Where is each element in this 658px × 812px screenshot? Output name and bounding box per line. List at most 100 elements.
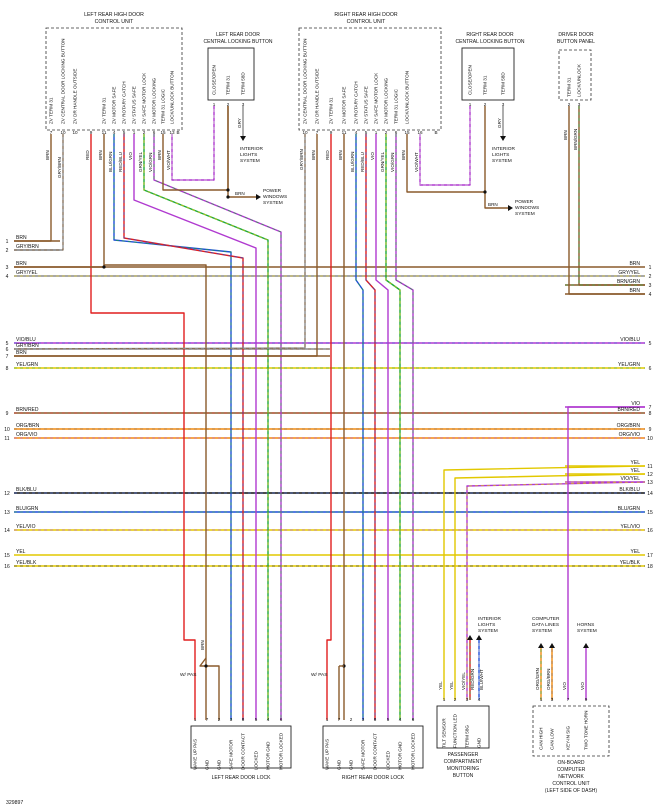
lr-lock-title: LEFT REAR DOOR LOCK [212, 775, 271, 781]
lr-brn-to-bus1 [14, 134, 52, 242]
labels-layer: BRN1GRY/BRN2BRN3BRN1GRY/YEL4GRY/YEL2BRN/… [4, 12, 653, 806]
bus-left-number: 14 [4, 528, 10, 534]
junction-dot [483, 190, 487, 194]
lr-lock-pin-number: 4 [267, 717, 270, 722]
rr-brn-to-button [406, 106, 486, 193]
lr-interior-lights-label-2: LIGHTS [240, 152, 257, 158]
bus-right-color-label: VIO/YEL [621, 476, 641, 482]
lr-unit-pin-label: ZV CENTRAL DOOR LOCKING BUTTON [61, 38, 66, 124]
rr-blugrn-to-lock [355, 134, 364, 720]
rr-power-windows-label-2: WINDOWS [515, 205, 539, 211]
lr-lock-pin-label: SAFE MOTOR [229, 739, 234, 770]
rr-unit-pin-number: 7 [316, 130, 319, 135]
wire-color-label: VIO [370, 152, 375, 160]
wire-color-label: VIO/GRN [148, 153, 153, 172]
onboard-pin-label: TWO TONE HORN [584, 711, 589, 750]
arrow-icon [538, 643, 544, 648]
bus-right-number: 14 [647, 491, 653, 497]
lr-unit-pin-label: ZV TERM 31 [49, 97, 54, 124]
rr-unit-pin-number: 2 [385, 130, 388, 135]
bus-left-color-label: GRY/YEL [16, 270, 38, 276]
rr-lock-pin-label: DOOR CONTACT [373, 733, 378, 770]
bus-right-number: 8 [649, 411, 652, 417]
bus-left-number: 7 [6, 354, 9, 360]
driver-brngrn-stripe [578, 106, 645, 286]
onboard-pin-number: 9 [585, 697, 588, 702]
lr-button-box [207, 47, 255, 101]
wire-color-label: BRN/GRN [573, 129, 578, 150]
wire-color-label: YEL [449, 681, 454, 690]
bus-left-number: 6 [6, 347, 9, 353]
wire-color-label: BRN [338, 150, 343, 160]
rr-vio-to-lock [375, 134, 389, 720]
lr-viogrn-to-lock-stripe [153, 134, 282, 720]
wire-color-label: GRY [497, 118, 502, 128]
onboard-pin-number: 3 [551, 697, 554, 702]
bus-left-number: 13 [4, 510, 10, 516]
rr-button-title: RIGHT REAR DOOR [466, 32, 514, 38]
arrow-icon [256, 194, 261, 200]
lr-unit-pin-number: 1 [133, 130, 136, 135]
rr-unit-pin-label: ZV MOTOR SAFE [342, 87, 347, 124]
passenger-pin-number: 2 [454, 697, 457, 702]
arrow-icon [549, 643, 555, 648]
passenger-pin-number: 3 [466, 697, 469, 702]
passenger-pin-label: GND [477, 737, 482, 748]
bus-left-color-label: ORG/BRN [16, 423, 40, 429]
rr-lock-pin-label: WAKE UP PAS [325, 739, 330, 770]
bus-left-color-label: YEL/BLK [16, 560, 37, 566]
junction-dot [102, 265, 106, 269]
passenger-vioyel [466, 481, 646, 700]
lr-button-pin-number: 1 [213, 102, 216, 107]
driver-panel-pin-label: LOCK/UNLOCK [577, 63, 582, 97]
onboard-title-3: NETWORK [558, 774, 584, 780]
rr-unit-pin-number: B [434, 130, 437, 135]
lr-power-windows-label-2: WINDOWS [263, 194, 287, 200]
lr-unit-pin-number: 2 [143, 130, 146, 135]
wire-color-label: BLU/GRN [108, 152, 113, 172]
horns-label-2: SYSTEM [577, 628, 597, 634]
bus-right-number: 7 [649, 405, 652, 411]
rr-power-windows-label-3: SYSTEM [515, 211, 535, 217]
wire-color-label: VIO/WHT [414, 152, 419, 172]
lr-lock-pin-number: 1 [194, 717, 197, 722]
lr-lock-pin-number: 7 [206, 717, 209, 722]
rr-lock-pin-number: 5 [387, 717, 390, 722]
wire-color-label: ORG/GRN [535, 668, 540, 690]
passenger-button-box [436, 705, 490, 749]
lr-vio-to-lock [133, 134, 257, 720]
lr-unit-pin-number: 9 [90, 130, 93, 135]
rr-unit-pin-label: LOCK/UNLOCK BUTTON [405, 71, 410, 124]
lr-unit-pin-label: ZV SAFE MOTOR LOCK [142, 72, 147, 124]
rr-unit-pin-label: ZV SAFE MOTOR LOCK [374, 72, 379, 124]
lr-lock-pin-label: MOTOR GND [266, 741, 271, 770]
rr-button-pin-number: 1 [469, 102, 472, 107]
lr-interior-lights-label-3: SYSTEM [240, 158, 260, 164]
onboard-computer-box [532, 705, 610, 757]
rr-viogrn-to-lock-stripe [395, 134, 414, 720]
onboard-pin-label: KEY-IN SIG [566, 725, 571, 750]
driver-panel-pin-number: 3 [578, 102, 581, 107]
onboard-title-1: ON-BOARD [558, 760, 585, 766]
bus-right-number: 15 [647, 510, 653, 516]
bus-right-number: 6 [649, 366, 652, 372]
bus-right-color-label: BRN [629, 261, 640, 267]
wire-color-label: GRY [237, 118, 242, 128]
bus-left-number: 4 [6, 274, 9, 280]
computer-data-label-1: COMPUTER [532, 616, 560, 622]
bus-left-color-label: GRY/BRN [16, 343, 39, 349]
rr-button-pin-label: TERM 58D [501, 72, 506, 95]
rr-interior-lights-label-1: INTERIOR [492, 146, 515, 152]
lr-interior-lights-label-1: INTERIOR [240, 146, 263, 152]
rr-lock-title: RIGHT REAR DOOR LOCK [342, 775, 405, 781]
rr-lock-pin-label: MOTOR GND [398, 741, 403, 770]
passenger-pin-number: 1 [443, 697, 446, 702]
passenger-title-3: MONITORING [447, 766, 480, 772]
bus-left-number: 1 [6, 239, 9, 245]
lr-grybrn-to-bus2-stripe [14, 134, 64, 251]
rr-unit-pin-number: 6 [395, 130, 398, 135]
bus-right-color-label: ORG/BRN [617, 423, 641, 429]
wire-color-label: BRN [200, 640, 205, 650]
bus-right-color-label: YEL/VIO [621, 524, 641, 530]
rr-brn-to-windows [484, 192, 508, 209]
